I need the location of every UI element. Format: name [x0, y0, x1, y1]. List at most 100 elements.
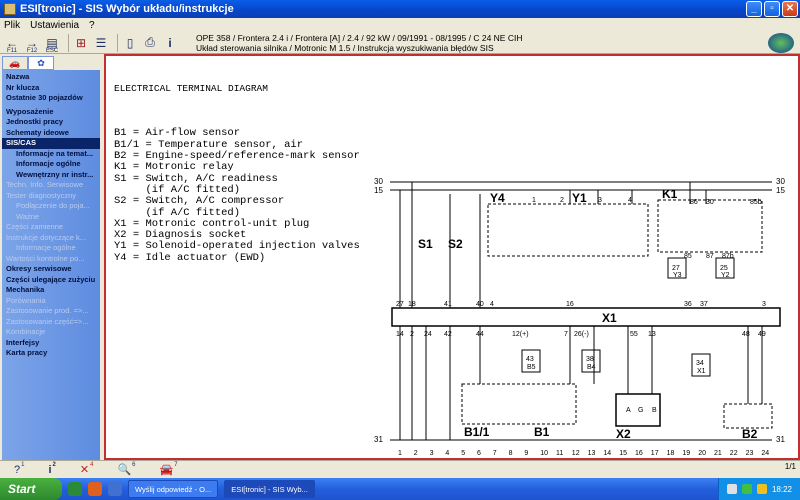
sidebar-item[interactable]: Informacje ogólne: [16, 159, 81, 168]
svg-text:43: 43: [526, 356, 534, 363]
sidebar-item[interactable]: Schematy ideowe: [6, 127, 69, 137]
sidebar-item[interactable]: Ostatnie 30 pojazdów: [6, 93, 83, 102]
zoom-button[interactable]: 🔍6: [117, 461, 136, 477]
car-tab-icon[interactable]: 🚗: [2, 56, 28, 70]
scale-number: 24: [761, 450, 769, 457]
sidebar-item[interactable]: Części ulegające zużyciu: [6, 274, 96, 284]
sidebar-item[interactable]: Części zamienne: [6, 222, 64, 231]
menu-help[interactable]: ?: [89, 19, 95, 31]
svg-text:7: 7: [564, 331, 568, 338]
svg-text:18: 18: [408, 301, 416, 308]
tray-icon[interactable]: [756, 484, 767, 494]
scale-number: 22: [730, 450, 738, 457]
svg-text:44: 44: [476, 331, 484, 338]
start-button[interactable]: Start: [0, 478, 62, 500]
svg-text:40: 40: [476, 301, 484, 308]
sidebar-item[interactable]: Kombinacje: [6, 327, 46, 336]
cancel-button[interactable]: ✕4: [79, 461, 94, 477]
sidebar-item[interactable]: Zastosowanie część=>...: [6, 316, 89, 326]
document-icon[interactable]: ▯: [126, 35, 134, 50]
minimize-button[interactable]: _: [746, 1, 762, 17]
sidebar-item[interactable]: Nr klucza: [6, 82, 40, 92]
sidebar-item[interactable]: Interfejsy: [6, 337, 40, 347]
title-bar[interactable]: ESI[tronic] - SIS Wybór układu/instrukcj…: [0, 0, 800, 18]
sidebar-item[interactable]: Porównania: [6, 295, 46, 305]
legend-line: B2 = Engine-speed/reference-mark sensor: [114, 150, 360, 163]
menu-ustawienia[interactable]: Ustawienia: [30, 19, 80, 31]
escape-button[interactable]: ▤ESC: [45, 35, 59, 54]
toolbar-separator: [68, 33, 69, 52]
bookmark-icon[interactable]: ⊞: [75, 35, 87, 50]
svg-text:87: 87: [706, 253, 714, 260]
sidebar-item[interactable]: Okresy serwisowe: [6, 264, 72, 273]
zoom-key: 6: [132, 461, 136, 468]
sidebar-item[interactable]: Wartości kontrolne po...: [6, 253, 85, 263]
firefox-icon[interactable]: [88, 482, 102, 496]
sidebar-item[interactable]: Podłączenie do poja...: [16, 201, 90, 210]
svg-text:42: 42: [444, 331, 452, 338]
svg-text:2: 2: [410, 331, 414, 338]
vehicle-line-2: Układ sterowania silnika / Motronic M 1.…: [196, 42, 494, 53]
sidebar-item[interactable]: Techn. Info. Serwisowe: [6, 180, 84, 189]
svg-text:55: 55: [630, 331, 638, 338]
sidebar-tabs: 🚗 ✿: [2, 56, 100, 70]
sidebar-item[interactable]: Nazwa: [6, 72, 30, 81]
scale-number: 18: [667, 450, 675, 457]
legend-line: B1 = Air-flow sensor: [114, 127, 241, 140]
sidebar-item[interactable]: Informacje na temat...: [16, 148, 94, 158]
sidebar-item[interactable]: Tester diagnostyczny: [6, 190, 77, 200]
sidebar-item[interactable]: Instrukcje dotyczące k...: [6, 232, 87, 242]
forward-button[interactable]: →F12: [26, 35, 38, 54]
svg-text:4: 4: [490, 301, 494, 308]
sidebar-item[interactable]: Jednostki pracy: [6, 117, 64, 126]
scale-number: 20: [698, 450, 706, 457]
task-email[interactable]: Wyślij odpowiedź - O...: [128, 480, 219, 498]
x1-plug: [391, 307, 781, 327]
close-button[interactable]: ✕: [782, 1, 798, 17]
maximize-button[interactable]: ▫: [764, 1, 780, 17]
svg-text:12(+): 12(+): [512, 331, 529, 338]
svg-text:G: G: [638, 407, 643, 414]
info-icon[interactable]: i: [168, 35, 172, 50]
svg-text:86: 86: [690, 199, 698, 206]
scale-number: 6: [477, 450, 481, 457]
sidebar-item[interactable]: Zastosowanie prod. =>...: [6, 306, 89, 315]
svg-text:Y2: Y2: [721, 272, 730, 279]
sidebar-item[interactable]: Mechanika: [6, 285, 45, 294]
print-icon[interactable]: ⎙: [145, 35, 155, 49]
scale-number: 16: [635, 450, 643, 457]
help-button[interactable]: ?1: [14, 461, 25, 476]
clock: 18:22: [771, 484, 792, 494]
menu-plik[interactable]: Plik: [4, 19, 21, 31]
svg-text:30: 30: [374, 177, 383, 186]
document-pane: ELECTRICAL TERMINAL DIAGRAM B1 = Air-flo…: [104, 54, 800, 460]
scale-number: 15: [619, 450, 627, 457]
svg-text:49: 49: [758, 331, 766, 338]
svg-text:34: 34: [696, 360, 704, 367]
scale-number: 2: [414, 450, 418, 457]
back-button[interactable]: ←F11: [6, 35, 18, 54]
vehicle-button[interactable]: 🚘7: [159, 461, 178, 477]
list-icon[interactable]: ☰: [95, 35, 107, 50]
tray-icon[interactable]: [726, 484, 737, 494]
ie-icon[interactable]: [108, 482, 122, 496]
engine-tab-icon[interactable]: ✿: [28, 56, 54, 70]
quicklaunch-icon[interactable]: [68, 482, 82, 496]
svg-text:38: 38: [586, 356, 594, 363]
sidebar-item[interactable]: Ważne: [16, 211, 40, 221]
sidebar-item[interactable]: SIS/CAS: [2, 138, 100, 149]
system-tray: 18:22: [717, 478, 800, 500]
sidebar-item[interactable]: Wewnętrzny nr instr...: [16, 169, 94, 179]
svg-text:X1: X1: [602, 311, 617, 325]
legend-line: B1/1 = Temperature sensor, air: [114, 138, 304, 151]
sidebar-item[interactable]: Karta pracy: [6, 348, 48, 357]
sidebar-item[interactable]: Informacje ogólne: [16, 243, 76, 252]
tray-icon[interactable]: [741, 484, 752, 494]
svg-text:87b: 87b: [722, 253, 734, 260]
sidebar-item[interactable]: Wyposażenie: [6, 106, 54, 116]
scale-number: 10: [540, 450, 548, 457]
task-esitronic[interactable]: ESI[tronic] - SIS Wyb...: [224, 480, 315, 498]
